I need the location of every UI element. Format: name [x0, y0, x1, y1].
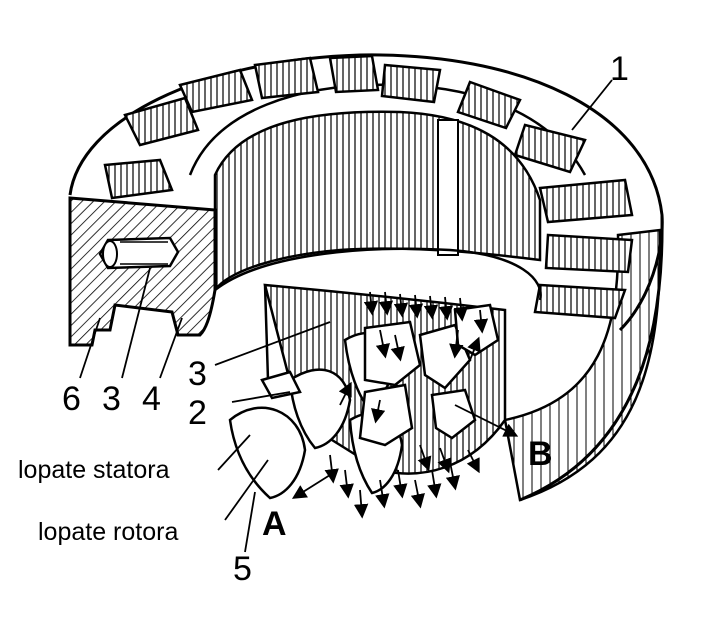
label-2: 2 — [188, 394, 207, 432]
label-stator-blades: lopate statora — [18, 456, 170, 484]
label-6: 6 — [62, 380, 81, 418]
label-point-a: A — [262, 505, 287, 543]
label-4: 4 — [142, 380, 161, 418]
leader-lines — [79, 79, 613, 553]
label-5: 5 — [233, 550, 252, 588]
hatched-cross-section — [68, 196, 217, 347]
inner-bore — [213, 110, 542, 301]
flow-arrows — [291, 291, 519, 519]
label-rotor-blades: lopate rotora — [38, 518, 178, 546]
label-3-top: 3 — [188, 355, 207, 393]
label-1: 1 — [610, 50, 629, 88]
label-3-bottom: 3 — [102, 380, 121, 418]
rim-slots — [103, 54, 634, 320]
label-point-b: B — [528, 435, 553, 473]
